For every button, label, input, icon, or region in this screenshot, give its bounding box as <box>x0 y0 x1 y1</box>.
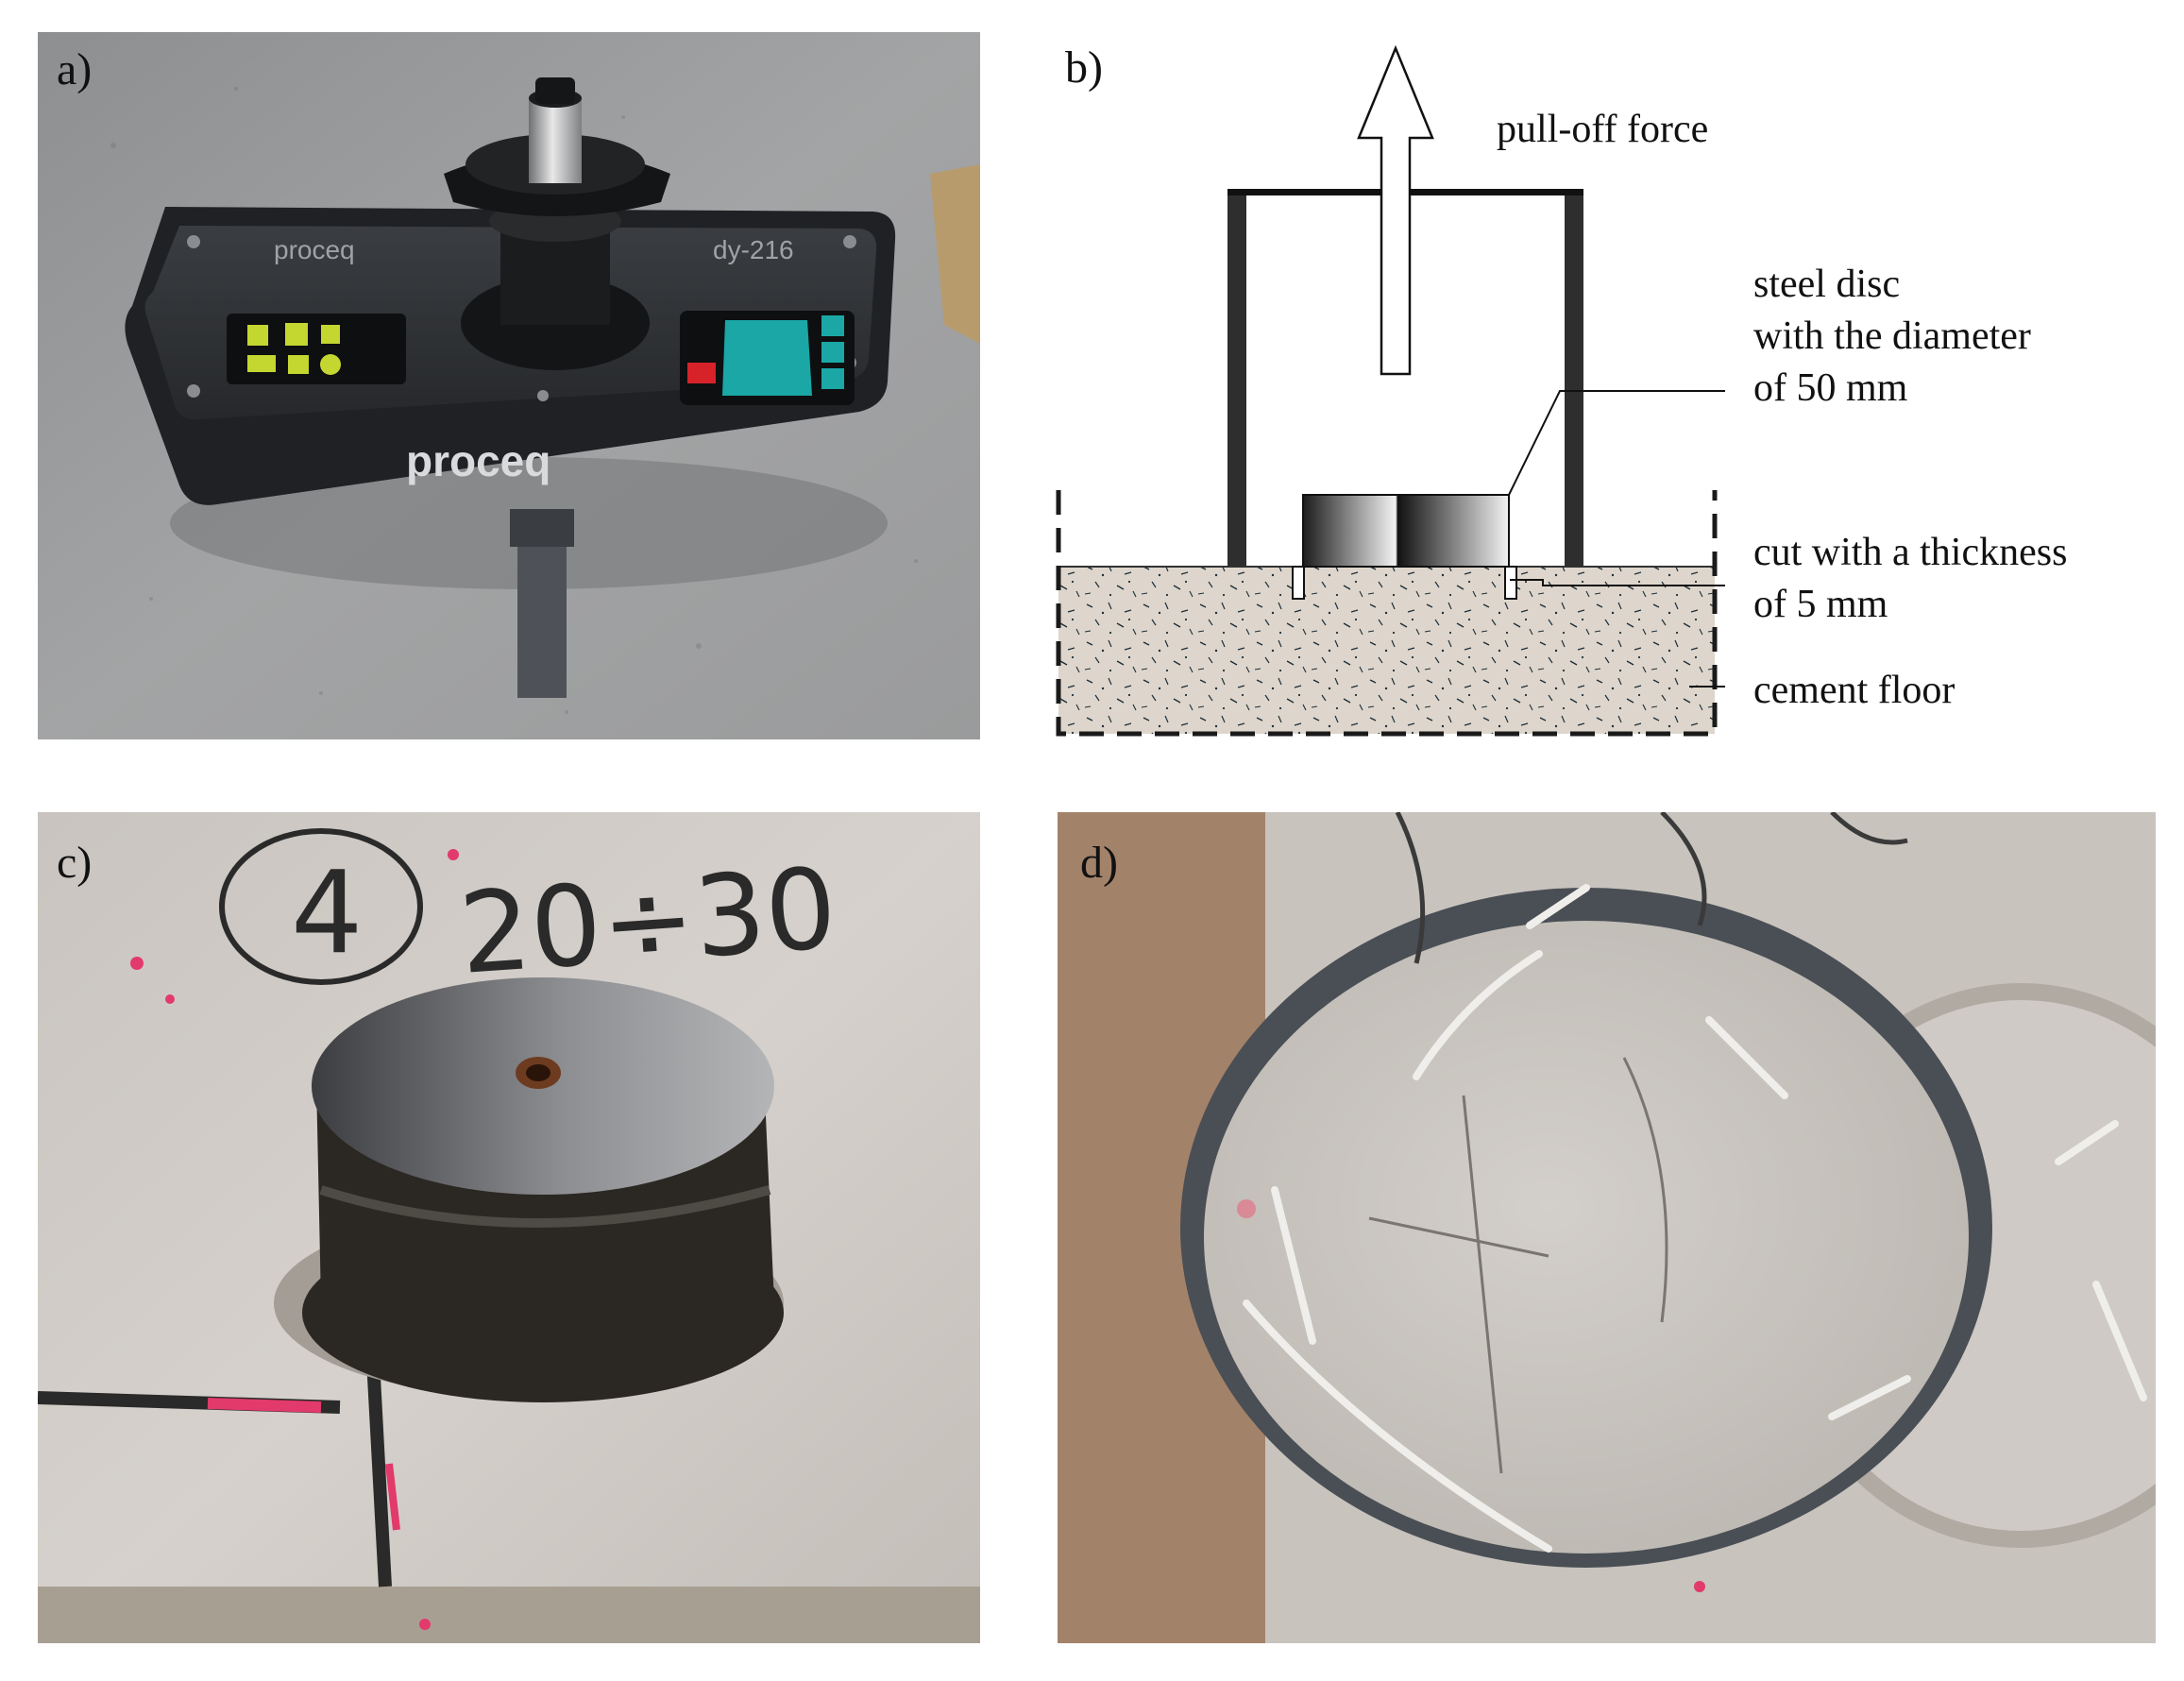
slab-edge <box>38 1587 980 1643</box>
floor-texture <box>110 87 918 714</box>
glued-disc-photo: 4 20÷30 <box>38 812 980 1643</box>
disc-label-line1: steel disc <box>1753 263 1901 306</box>
rig-left-leg <box>1227 191 1246 567</box>
pull-off-force-arrow <box>1357 44 1434 376</box>
device-display <box>227 314 406 384</box>
panel-c-label: c) <box>57 838 93 888</box>
stop-key <box>687 363 716 383</box>
panel-d-label: d) <box>1080 838 1118 888</box>
panel-b-diagram: b) pull-off force steel disc with the di… <box>1025 32 2184 750</box>
panel-a-label: a) <box>57 44 93 94</box>
disc-label-line3: of 50 mm <box>1753 366 1908 410</box>
panel-b-label: b) <box>1065 42 1103 93</box>
right-cut-groove <box>1504 566 1517 600</box>
disc-label-line2: with the diameter <box>1753 314 2031 358</box>
cut-label-line1: cut with a thickness <box>1753 531 2068 574</box>
pull-off-force-label: pull-off force <box>1497 108 1709 151</box>
panel-a-photo: proceq dy-216 proceq a) <box>38 32 980 739</box>
failure-surface-photo <box>1058 812 2156 1643</box>
cement-floor-block <box>1058 567 1715 734</box>
pull-off-tester-photo: proceq dy-216 proceq <box>38 32 980 739</box>
failure-surface <box>1204 921 1969 1554</box>
cement-floor-label: cement floor <box>1753 669 1955 712</box>
panel-c-photo: 4 20÷30 c) <box>38 812 980 1643</box>
left-cut-groove <box>1292 566 1305 600</box>
device-model-label: dy-216 <box>713 235 794 264</box>
wood-board <box>930 164 980 344</box>
pull-off-schematic <box>1056 44 1725 737</box>
exposed-fibres <box>1243 884 2147 1553</box>
handwritten-circle <box>219 828 423 985</box>
device-brand-small: proceq <box>274 235 355 264</box>
device-brand-large: proceq <box>406 436 550 485</box>
rig-right-leg <box>1565 191 1583 567</box>
spindle <box>529 98 582 183</box>
disc-leader-line <box>1508 390 1725 496</box>
panel-d-photo: d) <box>1058 812 2156 1643</box>
steel-disc <box>1302 494 1510 568</box>
handwritten-code: 20÷30 <box>455 842 840 999</box>
cut-label-line2: of 5 mm <box>1753 583 1888 626</box>
handwritten-number: 4 <box>291 848 363 979</box>
marker-line-vertical <box>366 1359 392 1588</box>
cracks <box>1368 1057 1668 1474</box>
cut-leader-line <box>1510 579 1725 586</box>
dashed-boundary <box>1056 490 1718 737</box>
